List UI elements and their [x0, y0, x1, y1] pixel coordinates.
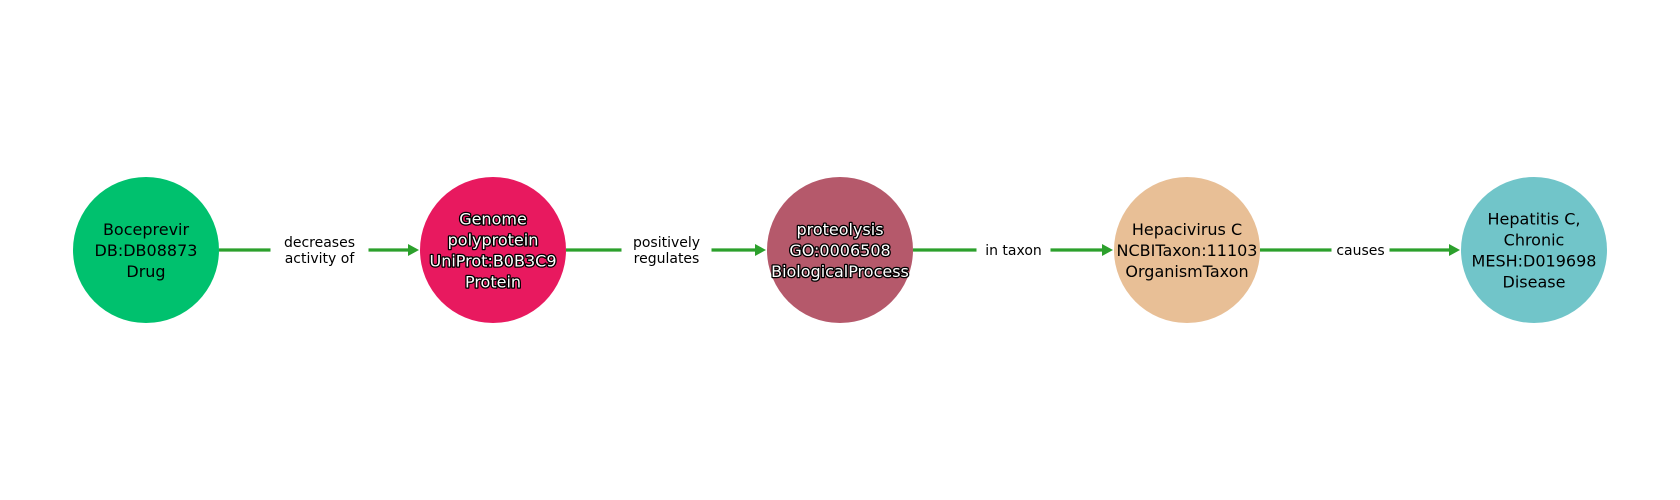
arrowhead-icon — [1449, 244, 1460, 256]
node-label: Hepacivirus C — [1132, 220, 1242, 239]
node-label: proteolysis — [796, 220, 883, 239]
edge-label: decreases — [284, 235, 355, 251]
edge-label: regulates — [634, 251, 700, 267]
node-label: GO:0006508 — [789, 241, 890, 260]
node-label: BiologicalProcess — [771, 262, 909, 281]
node-label: Protein — [465, 273, 521, 292]
node-label: Chronic — [1504, 231, 1565, 250]
edge-label: causes — [1336, 243, 1384, 259]
node-circle — [420, 177, 566, 323]
node-circle — [1114, 177, 1260, 323]
node-label: NCBITaxon:11103 — [1117, 241, 1258, 260]
node-label: Drug — [126, 262, 165, 281]
arrowhead-icon — [1102, 244, 1113, 256]
node-label: Disease — [1503, 273, 1566, 292]
edge-label: activity of — [285, 251, 356, 267]
edge-label: in taxon — [985, 243, 1042, 259]
node-label: polyprotein — [448, 231, 539, 250]
node-label: MESH:D019698 — [1472, 252, 1597, 271]
edge-label-background — [1331, 240, 1390, 260]
node-label: Boceprevir — [103, 220, 190, 239]
node-label: Hepatitis C, — [1488, 210, 1581, 229]
edge-n3-n4: in taxon — [913, 240, 1113, 260]
node-circle — [73, 177, 219, 323]
node-n4: Hepacivirus C NCBITaxon:11103OrganismTaxo… — [1114, 177, 1260, 323]
arrowhead-icon — [408, 244, 419, 256]
edge-label: positively — [633, 235, 700, 251]
node-label: OrganismTaxon — [1125, 262, 1248, 281]
edge-label-background — [270, 232, 369, 268]
node-label: Genome — [459, 210, 527, 229]
node-label: UniProt:B0B3C9 — [429, 252, 556, 271]
edge-label-background — [621, 232, 712, 268]
node-circle — [1461, 177, 1607, 323]
edge-label-background — [976, 240, 1051, 260]
node-label: DB:DB08873 — [95, 241, 198, 260]
edge-n4-n5: causes — [1260, 240, 1460, 260]
node-circle — [767, 177, 913, 323]
arrowhead-icon — [755, 244, 766, 256]
